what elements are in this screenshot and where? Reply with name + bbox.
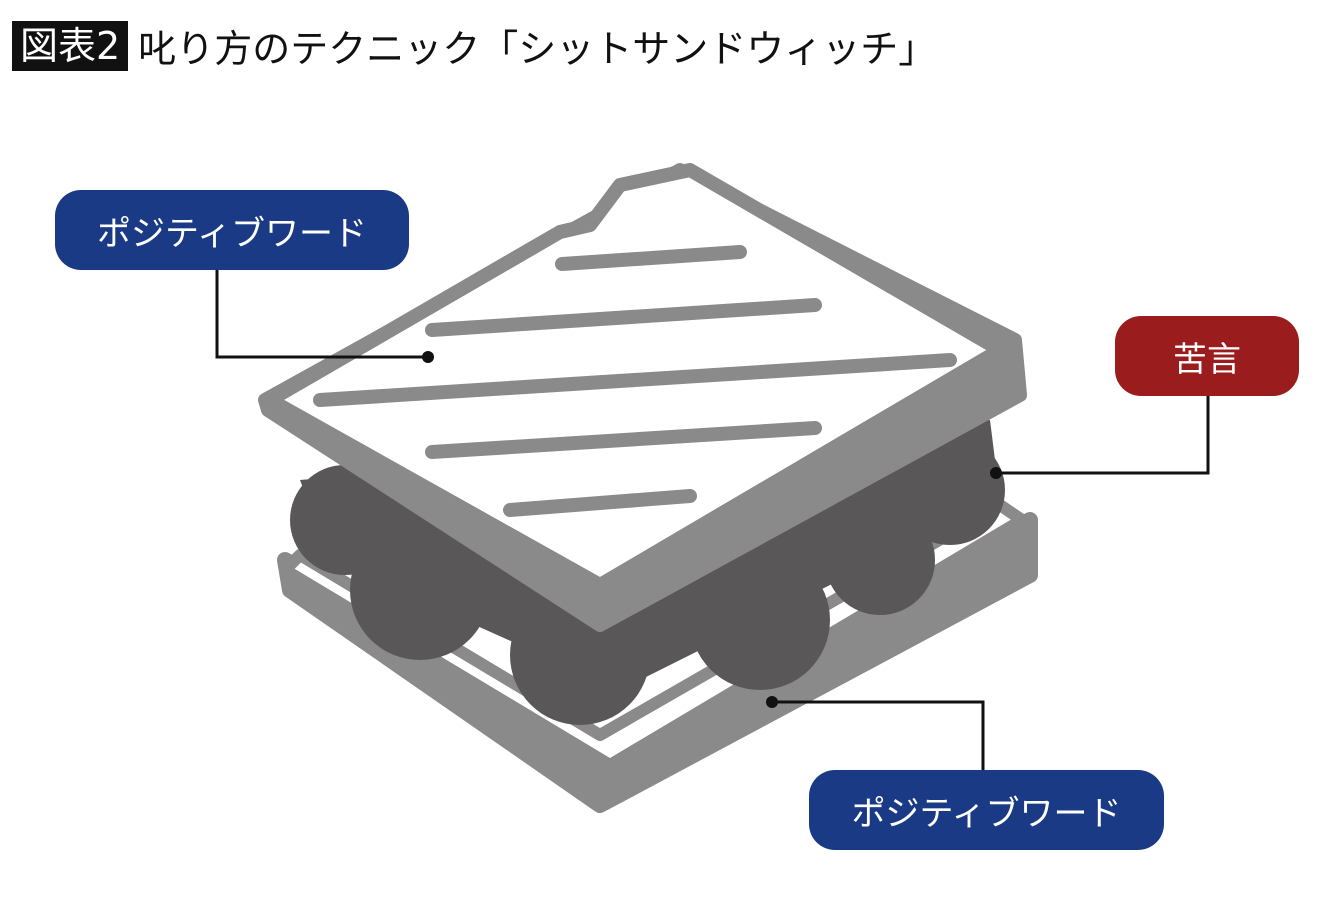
label-positive-word-bottom: ポジティブワード [809, 770, 1164, 850]
top-bread-slice [258, 163, 1027, 632]
figure-title-text: 叱り方のテクニック「シットサンドウィッチ」 [138, 27, 937, 71]
connector-lines [215, 265, 1210, 772]
figure-title: 図表2 叱り方のテクニック「シットサンドウィッチ」 [12, 18, 936, 73]
middle-pointer-dot [990, 467, 1002, 479]
figure-number-badge: 図表2 [12, 20, 129, 71]
grill-marks [313, 245, 957, 517]
bottom-pointer-dot [766, 696, 778, 708]
label-positive-word-top: ポジティブワード [55, 190, 409, 270]
label-criticism: 苦言 [1115, 316, 1299, 396]
top-pointer-dot [422, 351, 434, 363]
